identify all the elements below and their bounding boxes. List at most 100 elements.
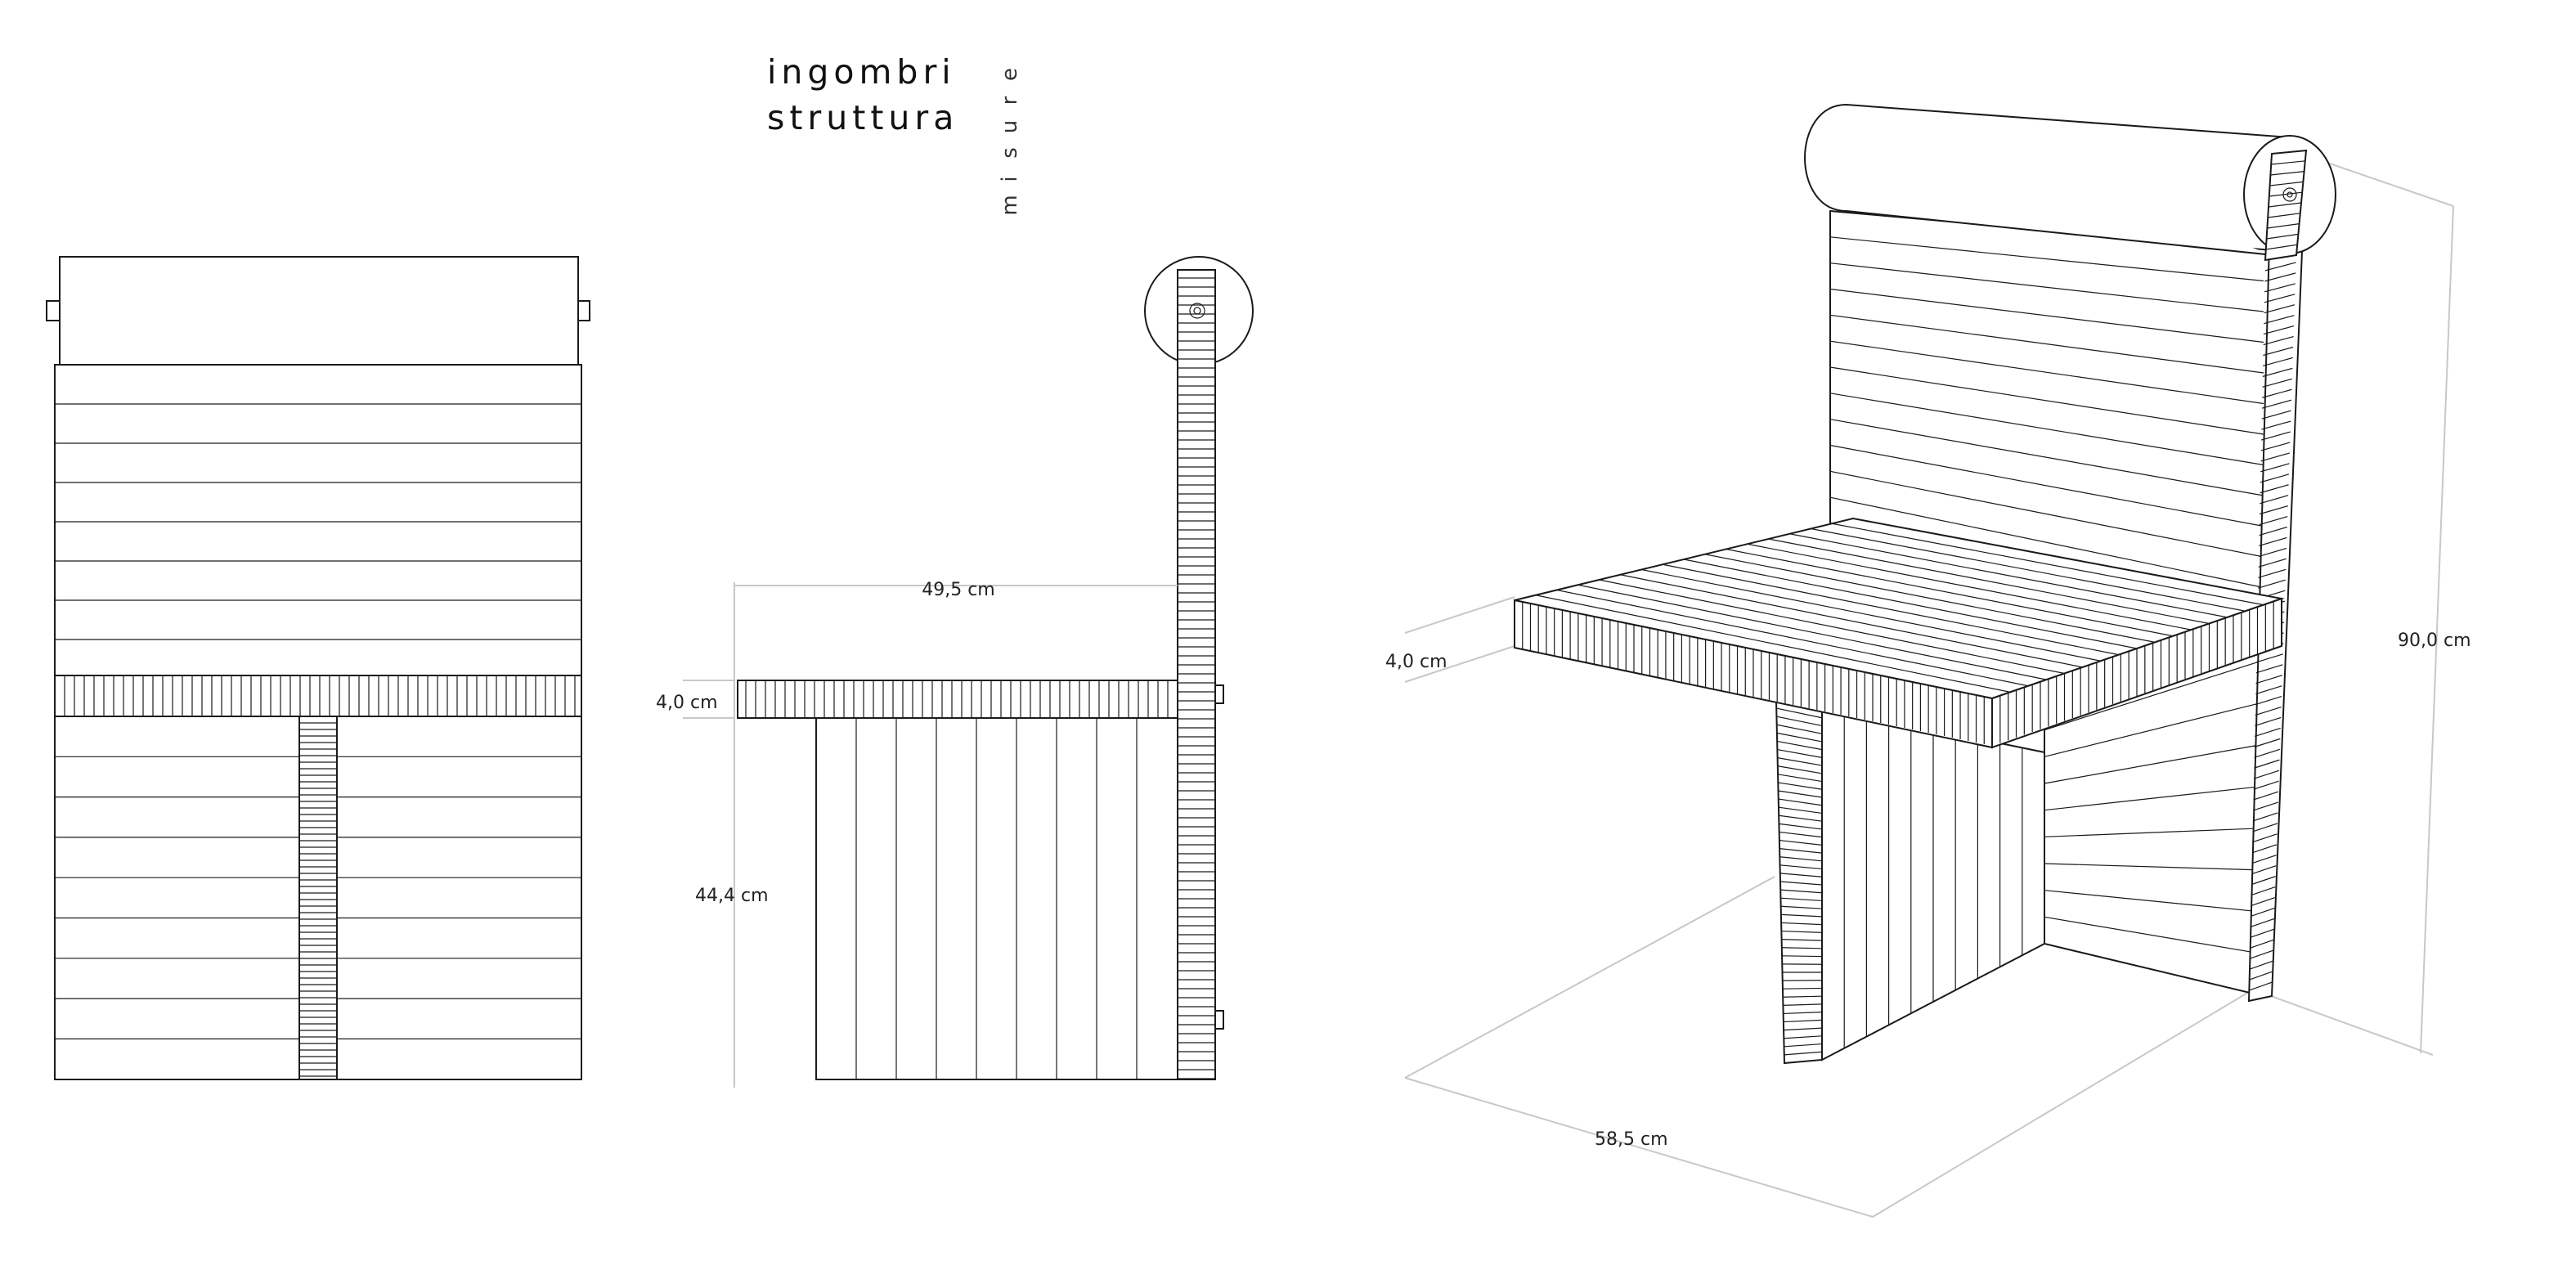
hatch-line — [1781, 930, 1823, 933]
hatch-line — [2262, 357, 2293, 367]
hatch-line — [1777, 757, 1823, 766]
dim-total-height-label: 90,0 cm — [2398, 631, 2471, 651]
hatch-line — [1777, 774, 1823, 783]
hatch-line — [2271, 160, 2305, 165]
dim-width-ext-left — [1404, 876, 1775, 1079]
hatch-line — [2262, 378, 2293, 388]
side-seat-hatch — [745, 680, 1169, 718]
side-peg-upper — [1214, 684, 1224, 704]
slat-line — [1535, 595, 2011, 693]
hatch-line — [2260, 495, 2289, 505]
hatch-line — [2254, 748, 2281, 758]
iso-view: 90,0 cm 58,5 cm 4,0 cm — [1385, 104, 2471, 1218]
dim-seat-height-label: 44,4 cm — [695, 886, 769, 906]
hatch-line — [2264, 304, 2296, 314]
hatch-line — [2264, 315, 2295, 325]
side-leg-panel — [815, 717, 1178, 1080]
hatch-line — [2264, 294, 2296, 303]
side-seat — [737, 680, 1178, 719]
iso-bolt-center — [2287, 191, 2293, 198]
hatch-line — [1778, 782, 1823, 790]
hatch-line — [2255, 675, 2283, 684]
slat-line — [1599, 579, 2065, 675]
slat-line — [2044, 659, 2264, 731]
hatch-line — [2250, 928, 2274, 938]
hatch-line — [2252, 833, 2278, 843]
hatch-line — [2261, 399, 2292, 409]
hatch-line — [1782, 987, 1823, 990]
hatch-line — [2260, 484, 2289, 494]
iso-headrest-body — [1804, 104, 2291, 256]
side-peg-lower — [1214, 1010, 1224, 1030]
hatch-line — [2268, 213, 2300, 218]
slat-line — [1811, 527, 2246, 612]
hatch-line — [2266, 233, 2299, 240]
slat-line — [1747, 543, 2192, 631]
iso-post-hatch — [2249, 251, 2297, 991]
iso-leg-edge-hatch — [1776, 707, 1823, 1056]
hatch-line — [1779, 831, 1823, 838]
hatch-line — [2258, 558, 2287, 568]
hatch-line — [2261, 410, 2291, 420]
hatch-line — [2264, 283, 2296, 293]
slat-line — [1829, 419, 2264, 496]
slat-line — [2044, 743, 2264, 784]
hatch-line — [2255, 696, 2282, 706]
slat-line — [1829, 393, 2264, 466]
dim-depth-label: 49,5 cm — [922, 580, 995, 600]
hatch-line — [2251, 865, 2277, 875]
iso-leg-slats — [1843, 711, 2023, 1048]
iso-backrest-slats — [1829, 236, 2264, 589]
iso-post-top-hatch — [2265, 160, 2305, 250]
hatch-line — [1779, 881, 1823, 886]
side-bolt — [1189, 303, 1205, 319]
dim-width-ext-right — [2252, 989, 2434, 1056]
hatch-line — [2251, 907, 2275, 918]
hatch-line — [2255, 716, 2282, 727]
hatch-line — [1784, 1027, 1823, 1031]
hatch-line — [2269, 181, 2304, 186]
hatch-line — [2253, 780, 2279, 790]
hatch-line — [2262, 367, 2293, 377]
hatch-line — [2251, 844, 2278, 854]
hatch-line — [1778, 806, 1823, 815]
dim-height-iso-top — [2305, 155, 2454, 207]
hatch-line — [1784, 1043, 1823, 1048]
hatch-line — [1777, 765, 1823, 774]
hatch-line — [2259, 526, 2288, 536]
hatch-line — [2253, 791, 2279, 801]
hatch-line — [1779, 815, 1823, 822]
front-backrest — [54, 364, 582, 676]
front-seat-hatch — [64, 675, 576, 716]
hatch-line — [2255, 706, 2282, 716]
hatch-line — [2253, 770, 2280, 779]
front-backrest-slats — [55, 403, 581, 640]
slat-line — [1829, 366, 2264, 435]
slat-line — [2044, 916, 2264, 955]
hatch-line — [1779, 823, 1823, 830]
iso-seat-slats — [1535, 523, 2264, 693]
hatch-line — [2249, 949, 2273, 959]
slat-line — [1829, 263, 2264, 312]
front-headrest-cap-right — [577, 300, 590, 321]
hatch-line — [1779, 848, 1823, 854]
hatch-line — [2259, 536, 2287, 547]
hatch-line — [2260, 431, 2291, 441]
hatch-line — [2251, 855, 2277, 864]
hatch-line — [2259, 515, 2288, 526]
hatch-line — [2251, 896, 2276, 907]
side-backrest-post — [1177, 269, 1216, 1080]
hatch-line — [1779, 839, 1823, 846]
hatch-line — [1783, 995, 1823, 998]
slat-line — [1683, 559, 2138, 649]
hatch-line — [1777, 740, 1823, 751]
hatch-line — [2258, 547, 2287, 557]
hatch-line — [1776, 732, 1823, 743]
hatch-line — [2252, 823, 2278, 832]
hatch-line — [2255, 685, 2282, 695]
hatch-line — [1776, 716, 1823, 727]
hatch-line — [2250, 939, 2274, 949]
hatch-line — [2251, 876, 2276, 886]
dim-height-iso-line — [2420, 205, 2454, 1054]
